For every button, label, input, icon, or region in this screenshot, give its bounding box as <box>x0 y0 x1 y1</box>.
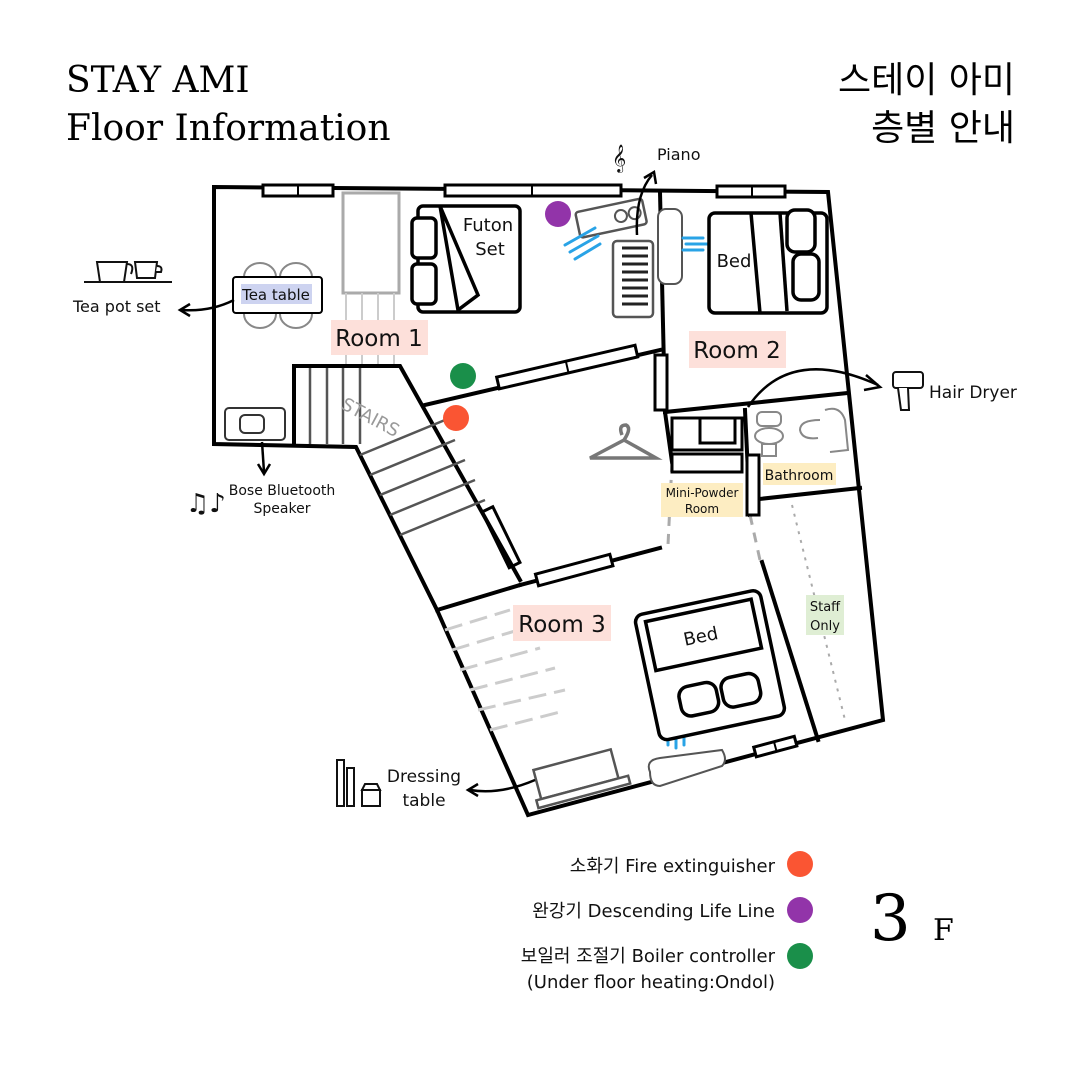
legend-boiler-controller: 보일러 조절기 Boiler controller <box>521 946 776 967</box>
bed-2-label: Bed <box>717 251 752 272</box>
futon-set: Futon Set <box>410 204 522 314</box>
futon-label-2: Set <box>475 239 505 260</box>
svg-text:♫♪: ♫♪ <box>186 489 226 519</box>
hanger-icon <box>589 423 663 460</box>
staff-only-label-2: Only <box>810 619 840 634</box>
piano-keyboard-icon <box>574 197 655 319</box>
speaker-label-2: Speaker <box>254 501 311 517</box>
staff-only-label-1: Staff <box>810 600 841 615</box>
music-note-icon: 𝄞 <box>612 144 626 173</box>
tea-table: Tea table <box>232 262 323 329</box>
room-3-label: Room 3 <box>518 612 605 638</box>
bed-room-3: Bed <box>633 588 787 742</box>
powder-room-label-1: Mini-Powder <box>666 486 739 500</box>
speaker-device <box>224 407 286 441</box>
air-conditioner-icon <box>647 208 726 788</box>
walls <box>212 183 886 818</box>
arrows <box>177 169 883 798</box>
room-2-label: Room 2 <box>693 338 780 364</box>
speaker-label-1: Bose Bluetooth <box>229 483 336 499</box>
korean-title-line1: 스테이 아미 <box>838 60 1015 101</box>
makeup-brush-icon <box>336 759 382 807</box>
legend-descending-life-line-dot <box>787 897 813 923</box>
dressing-table-furniture <box>531 747 632 810</box>
floor-number: 3 <box>870 882 911 956</box>
legend-fire-extinguisher: 소화기 Fire extinguisher <box>570 856 776 877</box>
tea-table-label: Tea table <box>241 286 310 304</box>
futon-label-1: Futon <box>463 215 513 236</box>
legend-descending-life-line: 완강기 Descending Life Line <box>532 901 775 922</box>
music-notes-icon: ♫♪ <box>186 489 226 519</box>
boiler-controller-marker <box>450 363 476 389</box>
legend: 소화기 Fire extinguisher 완강기 Descending Lif… <box>521 851 813 993</box>
hair-dryer-icon <box>892 371 924 411</box>
title-line2: Floor Information <box>66 108 391 149</box>
legend-boiler-controller-dot <box>787 943 813 969</box>
floor-suffix: F <box>933 913 954 948</box>
vanity-icon <box>670 416 744 474</box>
descending-life-line-marker <box>545 201 571 227</box>
powder-room-label-2: Room <box>685 502 719 516</box>
svg-text:𝄞: 𝄞 <box>612 144 626 173</box>
stairs-label: STAIRS <box>338 394 403 442</box>
tea-pot-icon <box>84 261 172 283</box>
korean-title-line2: 층별 안내 <box>871 108 1015 149</box>
piano-label: Piano <box>657 145 700 164</box>
bathroom-label: Bathroom <box>765 468 834 484</box>
legend-fire-extinguisher-dot <box>787 851 813 877</box>
fire-extinguisher-marker <box>443 405 469 431</box>
bed-room-2: Bed <box>707 208 829 315</box>
room-1-label: Room 1 <box>335 326 422 352</box>
title-line1: STAY AMI <box>66 60 250 101</box>
dressing-table-label-1: Dressing <box>387 767 461 787</box>
dressing-table-label-2: table <box>402 791 445 811</box>
legend-note: (Under floor heating:Ondol) <box>527 972 775 993</box>
hair-dryer-label: Hair Dryer <box>929 383 1017 403</box>
shower-icon <box>798 407 850 453</box>
toilet-icon <box>754 411 784 457</box>
tea-pot-label: Tea pot set <box>72 297 161 316</box>
